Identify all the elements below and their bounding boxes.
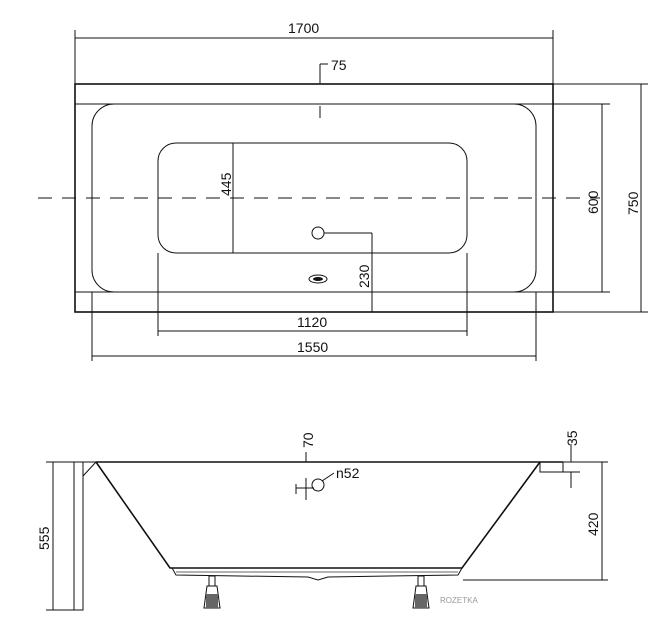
dim-width-outer: 750 (625, 191, 641, 215)
side-panel (73, 461, 84, 611)
watermark: ROZETKA (440, 596, 478, 605)
dim-rim-thickness: 35 (564, 430, 580, 446)
dim-depth-inner: 420 (585, 512, 601, 536)
dim-inner-length: 1550 (297, 339, 328, 355)
leg-right (412, 575, 430, 609)
drain-icon (311, 226, 325, 240)
dim-rim-drop: 70 (300, 432, 316, 448)
side-drain-icon (311, 478, 325, 492)
dim-height-total: 555 (36, 526, 52, 550)
tub-body-profile (95, 461, 541, 569)
top-view: 1700 75 445 230 600 750 1120 1550 (38, 20, 648, 361)
side-view: 70 n52 35 420 555 ROZETKA (36, 430, 608, 611)
leg-left (203, 575, 221, 609)
dim-inner-depth: 445 (218, 172, 234, 196)
dim-width-inner: 600 (585, 190, 601, 214)
dim-rim-offset: 75 (331, 57, 347, 73)
overflow-icon (308, 274, 328, 284)
dim-overall-length: 1700 (288, 20, 319, 36)
dim-floor-length: 1120 (297, 314, 327, 330)
dim-drain-offset: 230 (356, 264, 372, 288)
dim-drain-diameter: n52 (336, 465, 360, 481)
